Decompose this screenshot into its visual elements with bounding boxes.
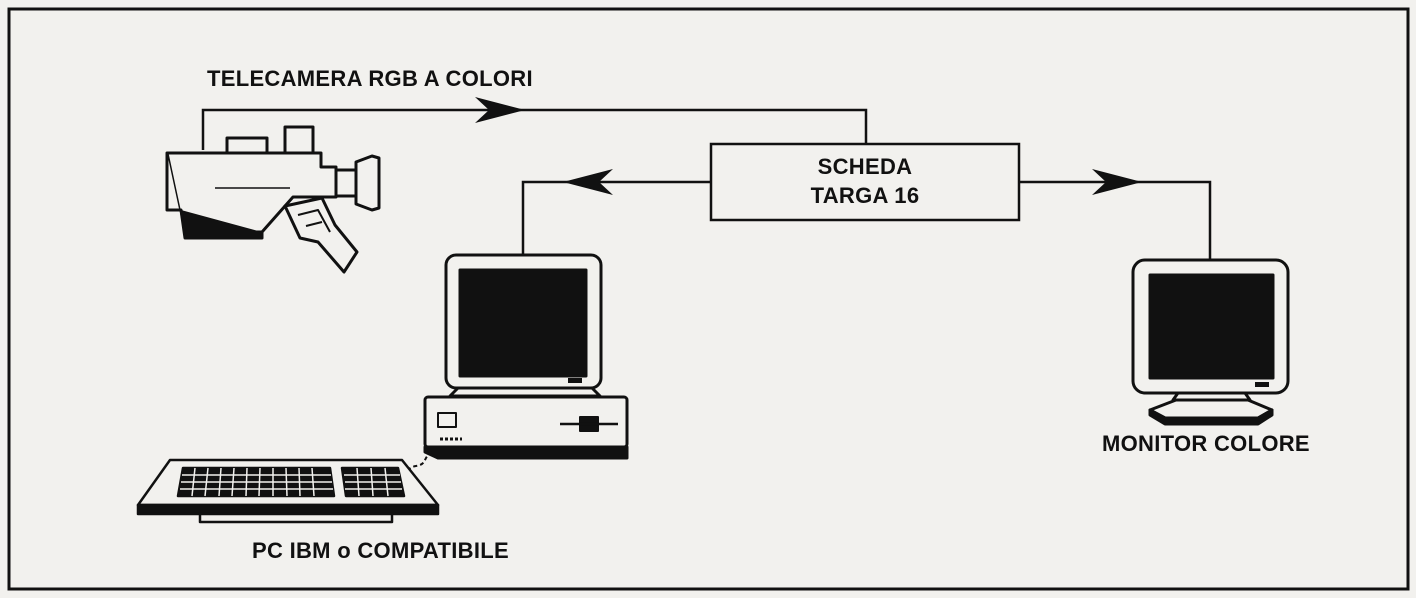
crt-monitor-icon bbox=[1131, 258, 1290, 426]
arrowhead-board-to-pc bbox=[563, 169, 613, 195]
monitor-label: MONITOR COLORE bbox=[1102, 431, 1310, 456]
arrowhead-board-to-monitor bbox=[1092, 169, 1142, 195]
connector-camera-to-board bbox=[201, 108, 868, 150]
connector-board-to-pc bbox=[521, 180, 711, 257]
board-label: SCHEDA TARGA 16 bbox=[711, 152, 1019, 210]
monitor-screen bbox=[1148, 273, 1275, 380]
keyboard-icon bbox=[136, 458, 440, 524]
pc-label: PC IBM o COMPATIBILE bbox=[252, 538, 509, 563]
camera-label: TELECAMERA RGB A COLORI bbox=[207, 66, 533, 91]
pc-screen bbox=[458, 268, 588, 378]
desktop-computer-icon bbox=[423, 253, 629, 460]
board-label-line1: SCHEDA bbox=[817, 154, 913, 179]
connector-board-to-monitor bbox=[1019, 180, 1212, 262]
video-camera-icon bbox=[165, 125, 381, 274]
board-label-line2: TARGA 16 bbox=[810, 183, 920, 208]
arrowhead-camera-to-board bbox=[475, 97, 525, 123]
frame-border bbox=[7, 7, 1410, 591]
